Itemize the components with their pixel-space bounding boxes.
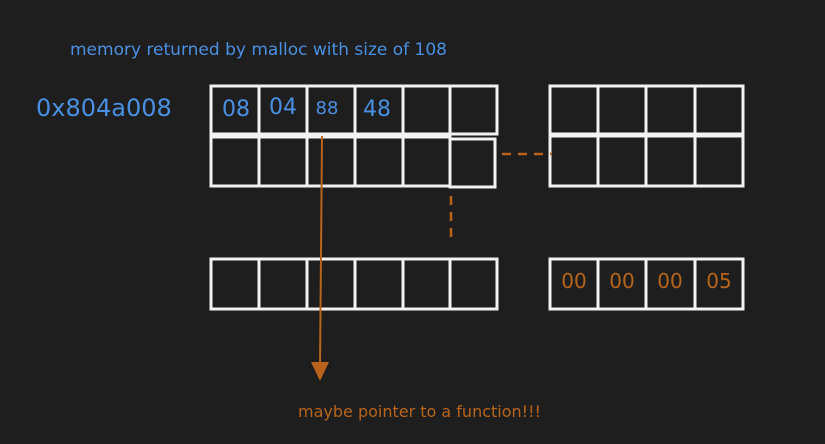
byte-label: 00 xyxy=(561,269,586,293)
cell xyxy=(448,84,499,136)
cell xyxy=(209,257,261,311)
byte-label: 00 xyxy=(609,269,634,293)
cell xyxy=(693,134,745,188)
cell xyxy=(401,135,452,188)
diagram-title: memory returned by malloc with size of 1… xyxy=(70,40,447,60)
pointer-annotation: maybe pointer to a function!!! xyxy=(298,402,541,421)
cell xyxy=(596,84,648,136)
cell xyxy=(596,134,648,188)
address-label: 0x804a008 xyxy=(36,94,172,122)
memory-block-top-right xyxy=(548,84,745,188)
memory-block-top-left xyxy=(209,84,499,189)
pointer-arrow-head xyxy=(311,362,329,381)
byte-label: 05 xyxy=(706,269,731,293)
cell xyxy=(548,84,600,136)
byte-label: 08 xyxy=(222,97,250,122)
cell xyxy=(209,135,261,188)
cell xyxy=(401,84,452,136)
byte-label: 04 xyxy=(269,95,297,120)
memory-block-bottom-right xyxy=(548,257,745,311)
cell xyxy=(401,257,452,311)
cell xyxy=(693,257,745,311)
byte-label: 48 xyxy=(363,97,391,122)
byte-label: 00 xyxy=(657,269,682,293)
pointer-arrow-line xyxy=(319,135,323,369)
cell xyxy=(353,257,405,311)
cell xyxy=(305,135,357,188)
cell xyxy=(644,84,697,136)
byte-label: 88 xyxy=(316,98,339,119)
cell xyxy=(257,257,309,311)
cell xyxy=(693,84,745,136)
cell xyxy=(353,135,405,188)
cell xyxy=(305,257,357,311)
cell xyxy=(644,134,697,188)
tail-bytes: 00 00 00 05 xyxy=(561,269,731,293)
cell xyxy=(448,257,499,311)
first-row-bytes: 08 04 88 48 xyxy=(222,95,391,122)
cell xyxy=(548,134,600,188)
cell xyxy=(257,135,309,188)
cell xyxy=(448,137,497,189)
memory-block-bottom-left xyxy=(209,257,499,311)
